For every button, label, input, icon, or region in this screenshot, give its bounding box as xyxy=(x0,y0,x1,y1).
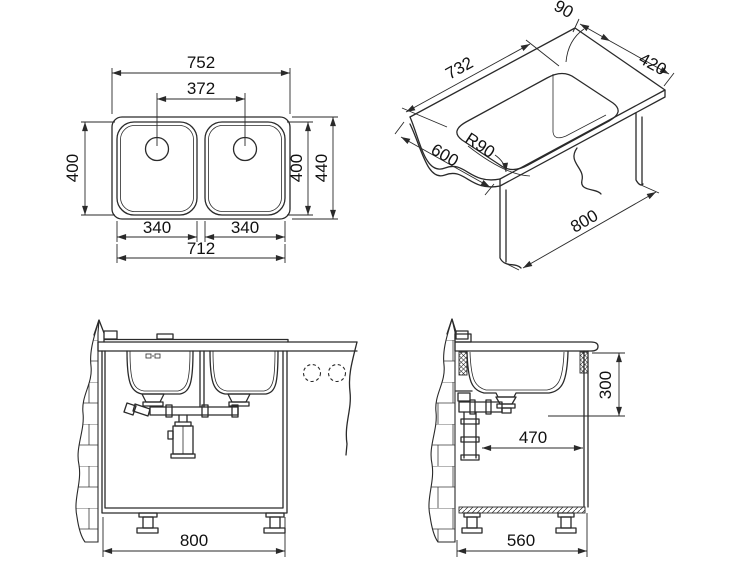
waste-pipe-side xyxy=(458,401,503,413)
dim-340-right-label: 340 xyxy=(231,218,259,237)
front-section-view: 800 xyxy=(75,319,358,557)
brick-wall-side xyxy=(428,318,469,543)
cabinet-foot-right xyxy=(263,512,286,534)
dim-800-front-label: 800 xyxy=(180,531,208,550)
dim-470-label: 470 xyxy=(519,428,547,447)
plinth-rail xyxy=(458,506,586,514)
dim-400-left-label: 400 xyxy=(63,154,82,182)
valve xyxy=(457,392,471,402)
bowl-inner-edge-hint xyxy=(552,74,607,139)
dim-overall-depth: 440 xyxy=(292,116,338,220)
wall-ledge-block-side xyxy=(455,330,469,340)
sink-outer-rim xyxy=(111,116,291,220)
dim-front-cabinet-width: 800 xyxy=(102,517,286,557)
dim-bowls-overall-width: 712 xyxy=(116,239,286,263)
brand-mark-icon xyxy=(145,353,161,359)
mounting-rail-back xyxy=(458,351,468,376)
dim-372-label: 372 xyxy=(187,79,215,98)
worktop-cutout xyxy=(456,72,619,171)
worktop-upstand xyxy=(454,333,472,343)
dim-cabinet-depth: 560 xyxy=(456,513,588,557)
cabinet-side xyxy=(458,350,589,534)
cabinet-foot-front xyxy=(555,512,577,534)
cabinet-front xyxy=(101,350,288,534)
knockout-hole-circles xyxy=(302,363,347,383)
worktop-front xyxy=(97,333,358,456)
drain-plumbing xyxy=(123,393,251,459)
worktop-break-line xyxy=(345,341,358,456)
dim-560-label: 560 xyxy=(507,531,535,550)
dim-400-right-label: 400 xyxy=(287,154,306,182)
dim-overall-width: 752 xyxy=(111,53,291,114)
bottle-trap xyxy=(167,414,196,459)
dim-left-bowl-width: 340 xyxy=(116,218,198,242)
tap-hole-cover xyxy=(156,333,174,340)
side-section-view: 300 470 560 xyxy=(428,318,625,557)
dim-bowl-depth: 300 xyxy=(548,352,625,417)
dim-712-label: 712 xyxy=(187,239,215,258)
dim-right-bowl-width: 340 xyxy=(204,218,286,242)
dim-300-label: 300 xyxy=(596,371,615,399)
dim-left-bowl-depth: 400 xyxy=(63,121,115,216)
dim-tap-hole-spacing: 372 xyxy=(156,79,246,146)
dim-right-bowl-depth: 400 xyxy=(287,121,313,216)
drain-plumbing-side xyxy=(455,390,517,461)
cabinet-foot-left xyxy=(136,512,159,534)
base-cabinet-iso xyxy=(499,112,644,269)
dim-752-label: 752 xyxy=(187,53,215,72)
dim-trap-clearance: 470 xyxy=(482,428,583,451)
top-view: 752 372 400 400 440 340 xyxy=(63,53,338,263)
dim-440-label: 440 xyxy=(312,154,331,182)
overflow-elbow xyxy=(123,402,151,417)
dim-340-left-label: 340 xyxy=(143,218,171,237)
cabinet-foot-back xyxy=(461,512,483,534)
standpipe xyxy=(463,411,477,459)
center-overflow-pipe xyxy=(199,350,205,408)
